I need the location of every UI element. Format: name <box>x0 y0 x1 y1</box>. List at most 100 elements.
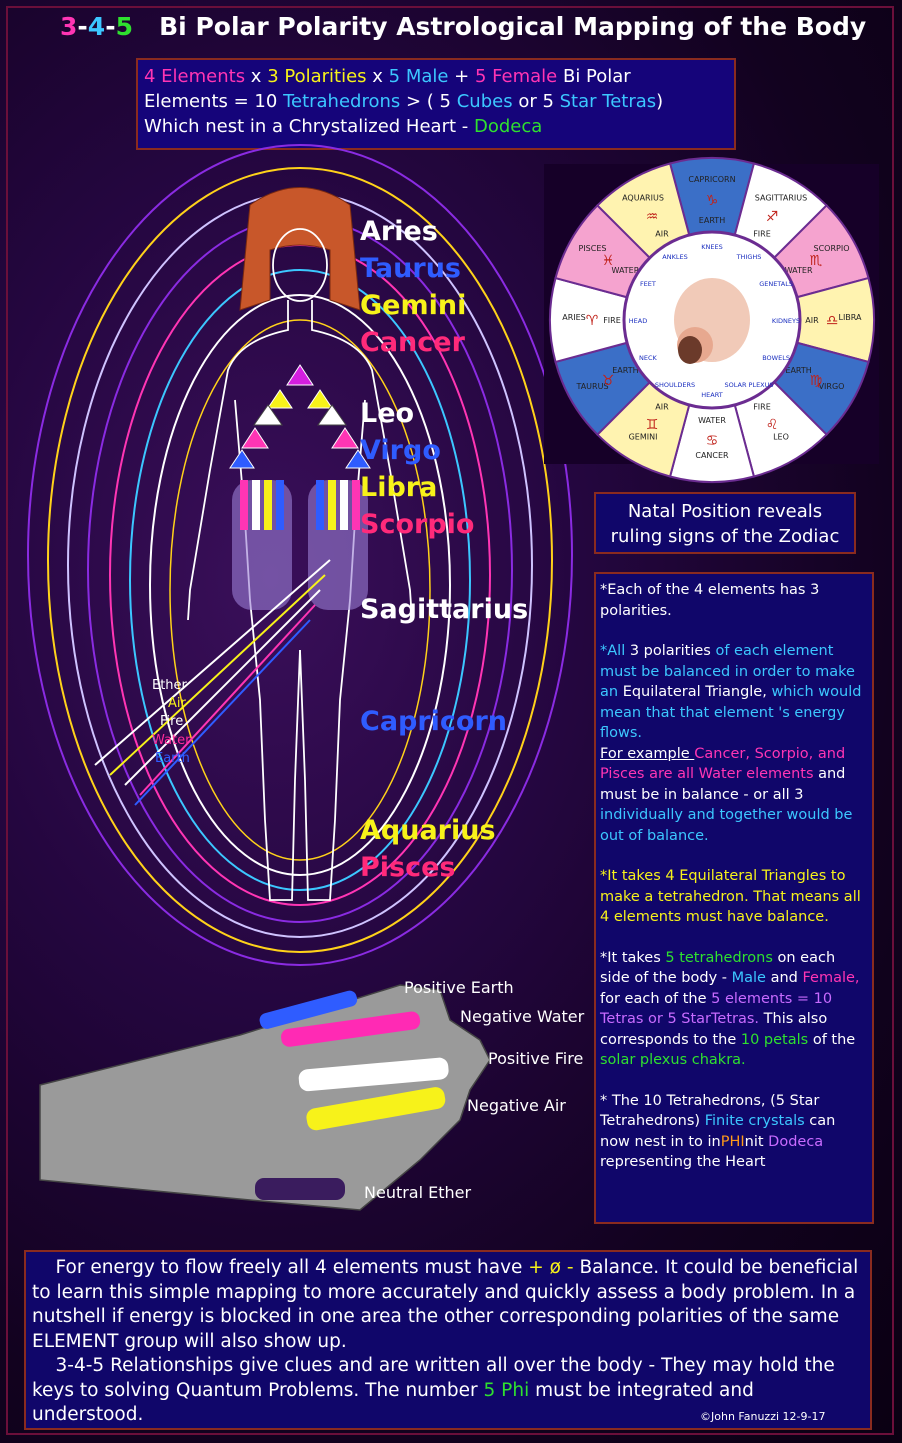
sign-pisces: Pisces <box>360 852 456 883</box>
energy-oval-white <box>149 294 451 876</box>
wheel-sign-label: LIBRA <box>838 313 862 322</box>
sign-taurus: Taurus <box>360 253 461 284</box>
wheel-body-label: BOWELS <box>762 354 790 362</box>
sign-virgo: Virgo <box>360 435 441 466</box>
wheel-glyph-icon: ♏ <box>810 253 823 269</box>
wheel-body-label: HEART <box>701 391 722 399</box>
wheel-glyph-icon: ♎ <box>826 313 839 329</box>
wheel-glyph-icon: ♈ <box>586 313 599 329</box>
wheel-glyph-icon: ♌ <box>766 417 779 433</box>
finger-air <box>306 1087 446 1131</box>
wheel-glyph-icon: ♉ <box>602 373 615 389</box>
natal-box: Natal Position reveals ruling signs of t… <box>594 492 856 554</box>
sign-cancer: Cancer <box>360 327 465 358</box>
energy-oval-outer <box>27 144 573 966</box>
wheel-body-label: FEET <box>640 280 656 288</box>
note-5: * The 10 Tetrahedrons, (5 Star Tetrahedr… <box>600 1092 836 1171</box>
sign-aries: Aries <box>360 216 438 247</box>
finger-fire <box>298 1057 449 1092</box>
wheel-glyph-icon: ♊ <box>646 417 659 433</box>
sign-sagittarius: Sagittarius <box>360 594 529 625</box>
energy-oval-inner <box>169 319 431 861</box>
wheel-body-label: SHOULDERS <box>655 381 695 389</box>
wheel-sign-label: GEMINI <box>629 433 658 442</box>
bottom-paragraph-1: For energy to flow freely all 4 elements… <box>32 1257 859 1352</box>
wheel-body-label: ANKLES <box>662 253 687 261</box>
element-label-air: Air <box>168 696 186 711</box>
wheel-sign-label: VIRGO <box>819 382 845 391</box>
wheel-body-label: SOLAR PLEXUS <box>724 381 773 389</box>
note-3: *It takes 4 Equilateral Triangles to mak… <box>600 868 861 925</box>
wheel-sign-label: SAGITTARIUS <box>755 193 807 202</box>
wheel-sign-label: PISCES <box>578 244 606 253</box>
wheel-body-label: THIGHS <box>736 253 762 261</box>
wheel-body-label: KIDNEYS <box>772 317 800 325</box>
finger-water <box>281 1011 421 1047</box>
wheel-element-label: EARTH <box>785 366 811 375</box>
hand-skeleton <box>39 984 491 1211</box>
wheel-sign-label: AQUARIUS <box>622 193 664 202</box>
wheel-body-label: KNEES <box>701 243 722 251</box>
wheel-sign-label: TAURUS <box>575 382 608 391</box>
wheel-element-label: EARTH <box>699 216 725 225</box>
hand-label-negative-air: Negative Air <box>467 1096 566 1115</box>
wheel-glyph-icon: ♋ <box>706 433 719 449</box>
bottom-text-box: For energy to flow freely all 4 elements… <box>24 1250 872 1430</box>
wheel-element-label: AIR <box>655 229 669 238</box>
element-label-ether: Ether <box>152 678 187 693</box>
wheel-element-label: FIRE <box>753 403 771 412</box>
wheel-glyph-icon: ♑ <box>706 193 719 209</box>
wheel-element-label: AIR <box>655 403 669 412</box>
wheel-element-label: EARTH <box>612 366 638 375</box>
wheel-element-label: WATER <box>785 266 813 275</box>
wheel-sign-label: CAPRICORN <box>688 175 735 184</box>
wheel-sign-label: SCORPIO <box>814 244 850 253</box>
wheel-element-label: WATER <box>698 416 726 425</box>
energy-oval-yellow <box>47 167 553 953</box>
hand-label-positive-earth: Positive Earth <box>404 978 514 997</box>
fetus-figure <box>674 278 750 364</box>
sign-libra: Libra <box>360 472 438 503</box>
wheel-glyph-icon: ♓ <box>602 253 615 269</box>
sign-gemini: Gemini <box>360 290 467 321</box>
finger-ether <box>255 1178 345 1200</box>
element-label-earth: Earth <box>155 751 190 766</box>
intro-box: 4 Elements x 3 Polarities x 5 Male + 5 F… <box>136 58 736 150</box>
poster-frame <box>6 6 894 1435</box>
bottom-paragraph-2: 3-4-5 Relationships give clues and are w… <box>32 1355 835 1425</box>
hand-label-positive-fire: Positive Fire <box>488 1049 584 1068</box>
wheel-element-label: AIR <box>805 316 819 325</box>
hand-label-negative-water: Negative Water <box>460 1007 585 1026</box>
wheel-sign-label: ARIES <box>562 313 586 322</box>
wheel-element-label: FIRE <box>603 316 621 325</box>
element-arrows <box>94 559 331 806</box>
finger-earth <box>259 990 358 1029</box>
sign-capricorn: Capricorn <box>360 706 508 737</box>
element-label-water: Water <box>152 733 191 748</box>
wheel-element-label: WATER <box>611 266 639 275</box>
wheel-glyph-icon: ♐ <box>766 209 779 225</box>
energy-oval-cyan <box>129 269 471 891</box>
wheel-body-label: GENETALS <box>759 280 793 288</box>
wheel-element-label: FIRE <box>753 229 771 238</box>
wheel-sign-label: CANCER <box>695 451 729 460</box>
element-label-fire: Fire <box>160 714 184 729</box>
wheel-body-label: NECK <box>639 354 658 362</box>
note-1: *Each of the 4 elements has 3 polarities… <box>600 582 820 619</box>
sign-scorpio: Scorpio <box>360 509 475 540</box>
wheel-sign-label: LEO <box>773 433 789 442</box>
copyright: ©John Fanuzzi 12-9-17 <box>700 1410 826 1423</box>
hand-label-neutral-ether: Neutral Ether <box>364 1183 472 1202</box>
sign-leo: Leo <box>360 398 415 429</box>
wheel-glyph-icon: ♒ <box>646 209 659 225</box>
page-title: 3-4-5 Bi Polar Polarity Astrological Map… <box>60 12 867 41</box>
sign-aquarius: Aquarius <box>360 815 496 846</box>
notes-box: *Each of the 4 elements has 3 polarities… <box>594 572 874 1224</box>
note-4: *It takes 5 tetrahedrons on each side of… <box>600 949 860 1069</box>
note-2: *All 3 polarities of each element must b… <box>600 643 862 844</box>
chakra-tetrahedrons <box>229 364 371 469</box>
wheel-glyph-icon: ♍ <box>810 373 823 389</box>
